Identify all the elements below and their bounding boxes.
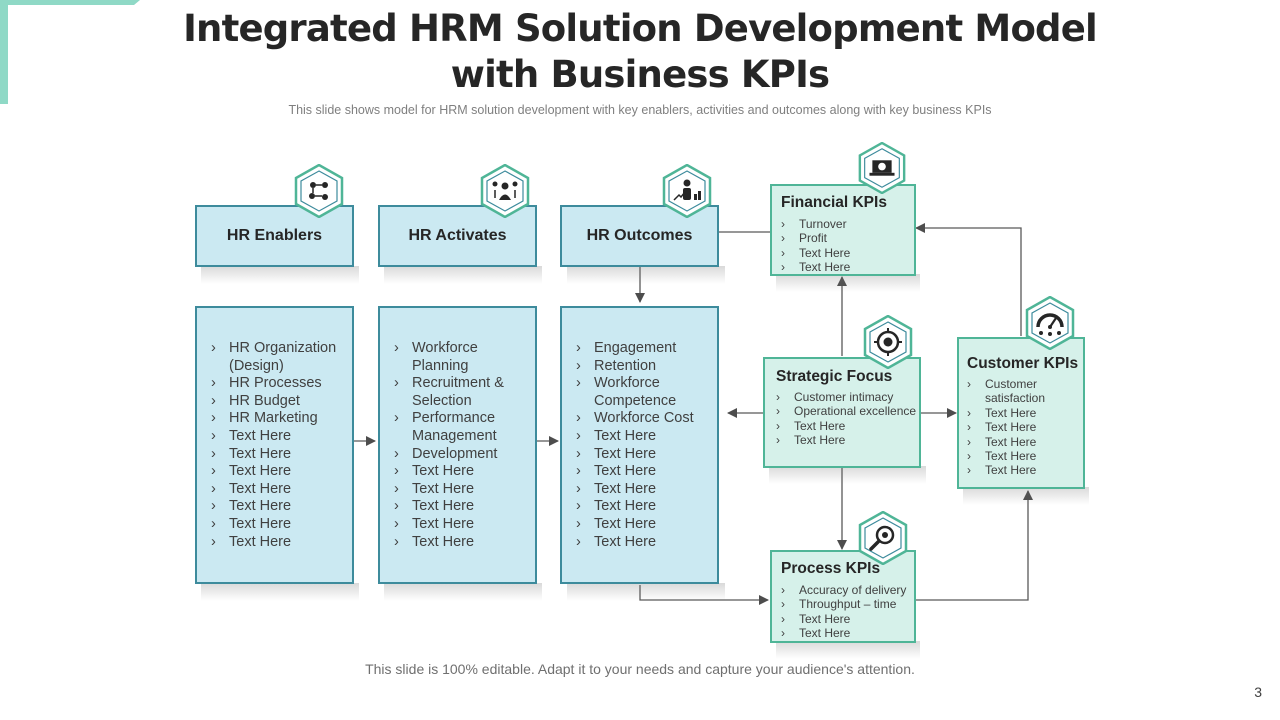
list-item: Text Here: [781, 260, 912, 275]
list-item: Text Here: [394, 481, 529, 499]
list-item: Text Here: [967, 406, 1081, 421]
list-item: HR Budget: [211, 393, 346, 411]
page-number: 3: [1254, 684, 1262, 700]
magnifier-gear-icon: [858, 511, 908, 565]
team-activities-icon: [480, 164, 530, 218]
hr-outcomes-header: HR Outcomes: [560, 205, 719, 267]
shadow: [201, 266, 359, 284]
list-item: Text Here: [967, 435, 1081, 450]
slide-title: Integrated HRM Solution Development Mode…: [183, 7, 1098, 96]
list-item: Engagement: [576, 340, 711, 358]
list-item: Throughput – time: [781, 597, 912, 612]
strategic-focus-list: Customer intimacy Operational excellence…: [776, 390, 917, 448]
shadow: [567, 583, 725, 601]
header-label: HR Activates: [408, 227, 507, 244]
list-item: Text Here: [211, 481, 346, 499]
target-icon: [863, 315, 913, 369]
list-item: Text Here: [967, 463, 1081, 478]
process-kpis-list: Accuracy of delivery Throughput – time T…: [781, 583, 912, 641]
list-item: Text Here: [781, 612, 912, 627]
header-label: HR Enablers: [226, 227, 323, 244]
hr-outcomes-list: Engagement Retention Workforce Competenc…: [576, 340, 711, 551]
shadow: [776, 641, 920, 659]
hr-enablers-list-box: HR Organization (Design) HR Processes HR…: [195, 306, 354, 584]
list-item: Recruitment & Selection: [394, 375, 529, 410]
hr-activates-header: HR Activates: [378, 205, 537, 267]
process-kpis-title: Process KPIs: [781, 560, 881, 577]
list-item: Text Here: [211, 428, 346, 446]
list-item: Performance Management: [394, 410, 529, 445]
list-item: Workforce Cost: [576, 410, 711, 428]
list-item: Text Here: [776, 419, 917, 434]
list-item: Workforce Competence: [576, 375, 711, 410]
hr-outcomes-list-box: Engagement Retention Workforce Competenc…: [560, 306, 719, 584]
customer-kpis-box: Customer KPIs Customer satisfaction Text…: [957, 337, 1085, 489]
list-item: Text Here: [967, 420, 1081, 435]
hr-activates-list: Workforce Planning Recruitment & Selecti…: [394, 340, 529, 551]
list-item: Text Here: [394, 498, 529, 516]
list-item: Turnover: [781, 217, 912, 232]
list-item: Text Here: [576, 498, 711, 516]
list-item: HR Organization (Design): [211, 340, 346, 375]
list-item: Retention: [576, 358, 711, 376]
people-network-icon: [294, 164, 344, 218]
arrow-outcomes-to-process: [639, 585, 769, 605]
list-item: HR Processes: [211, 375, 346, 393]
list-item: Text Here: [576, 481, 711, 499]
list-item: Text Here: [576, 534, 711, 552]
financial-kpis-title: Financial KPIs: [781, 194, 887, 211]
growth-person-icon: [662, 164, 712, 218]
hr-enablers-list: HR Organization (Design) HR Processes HR…: [211, 340, 346, 551]
list-item: Text Here: [576, 516, 711, 534]
list-item: Text Here: [776, 433, 917, 448]
slide-subtitle: This slide shows model for HRM solution …: [288, 103, 992, 117]
list-item: Text Here: [781, 246, 912, 261]
shadow: [567, 266, 725, 284]
list-item: Operational excellence: [776, 404, 917, 419]
list-item: Development: [394, 446, 529, 464]
list-item: Text Here: [576, 463, 711, 481]
shadow: [769, 466, 926, 484]
header-label: HR Outcomes: [586, 227, 693, 244]
list-item: Text Here: [781, 626, 912, 641]
list-item: Text Here: [967, 449, 1081, 464]
list-item: Text Here: [211, 516, 346, 534]
list-item: Text Here: [394, 516, 529, 534]
slide-footer: This slide is 100% editable. Adapt it to…: [365, 661, 915, 677]
arrow-customer-to-financial: [915, 223, 1022, 336]
laptop-dollar-icon: [858, 142, 906, 194]
shadow: [963, 487, 1089, 505]
list-item: Text Here: [211, 446, 346, 464]
customer-kpis-list: Customer satisfaction Text Here Text Her…: [967, 377, 1081, 478]
list-item: Customer intimacy: [776, 390, 917, 405]
hr-enablers-header: HR Enablers: [195, 205, 354, 267]
shadow: [776, 274, 920, 292]
satisfaction-gauge-icon: [1025, 296, 1075, 350]
strategic-focus-box: Strategic Focus Customer intimacy Operat…: [763, 357, 921, 468]
list-item: Profit: [781, 231, 912, 246]
financial-kpis-box: Financial KPIs Turnover Profit Text Here…: [770, 184, 916, 276]
process-kpis-box: Process KPIs Accuracy of delivery Throug…: [770, 550, 916, 643]
customer-kpis-title: Customer KPIs: [967, 355, 1079, 372]
list-item: HR Marketing: [211, 410, 346, 428]
shadow: [384, 266, 542, 284]
list-item: Text Here: [576, 446, 711, 464]
list-item: Text Here: [394, 534, 529, 552]
list-item: Text Here: [211, 534, 346, 552]
list-item: Text Here: [394, 463, 529, 481]
shadow: [384, 583, 542, 601]
shadow: [201, 583, 359, 601]
hr-activates-list-box: Workforce Planning Recruitment & Selecti…: [378, 306, 537, 584]
list-item: Customer satisfaction: [967, 377, 1081, 406]
arrow-process-to-customer: [916, 490, 1033, 601]
list-item: Accuracy of delivery: [781, 583, 912, 598]
list-item: Text Here: [211, 498, 346, 516]
list-item: Text Here: [211, 463, 346, 481]
financial-kpis-list: Turnover Profit Text Here Text Here: [781, 217, 912, 275]
list-item: Text Here: [576, 428, 711, 446]
list-item: Workforce Planning: [394, 340, 529, 375]
strategic-focus-title: Strategic Focus: [776, 368, 893, 385]
